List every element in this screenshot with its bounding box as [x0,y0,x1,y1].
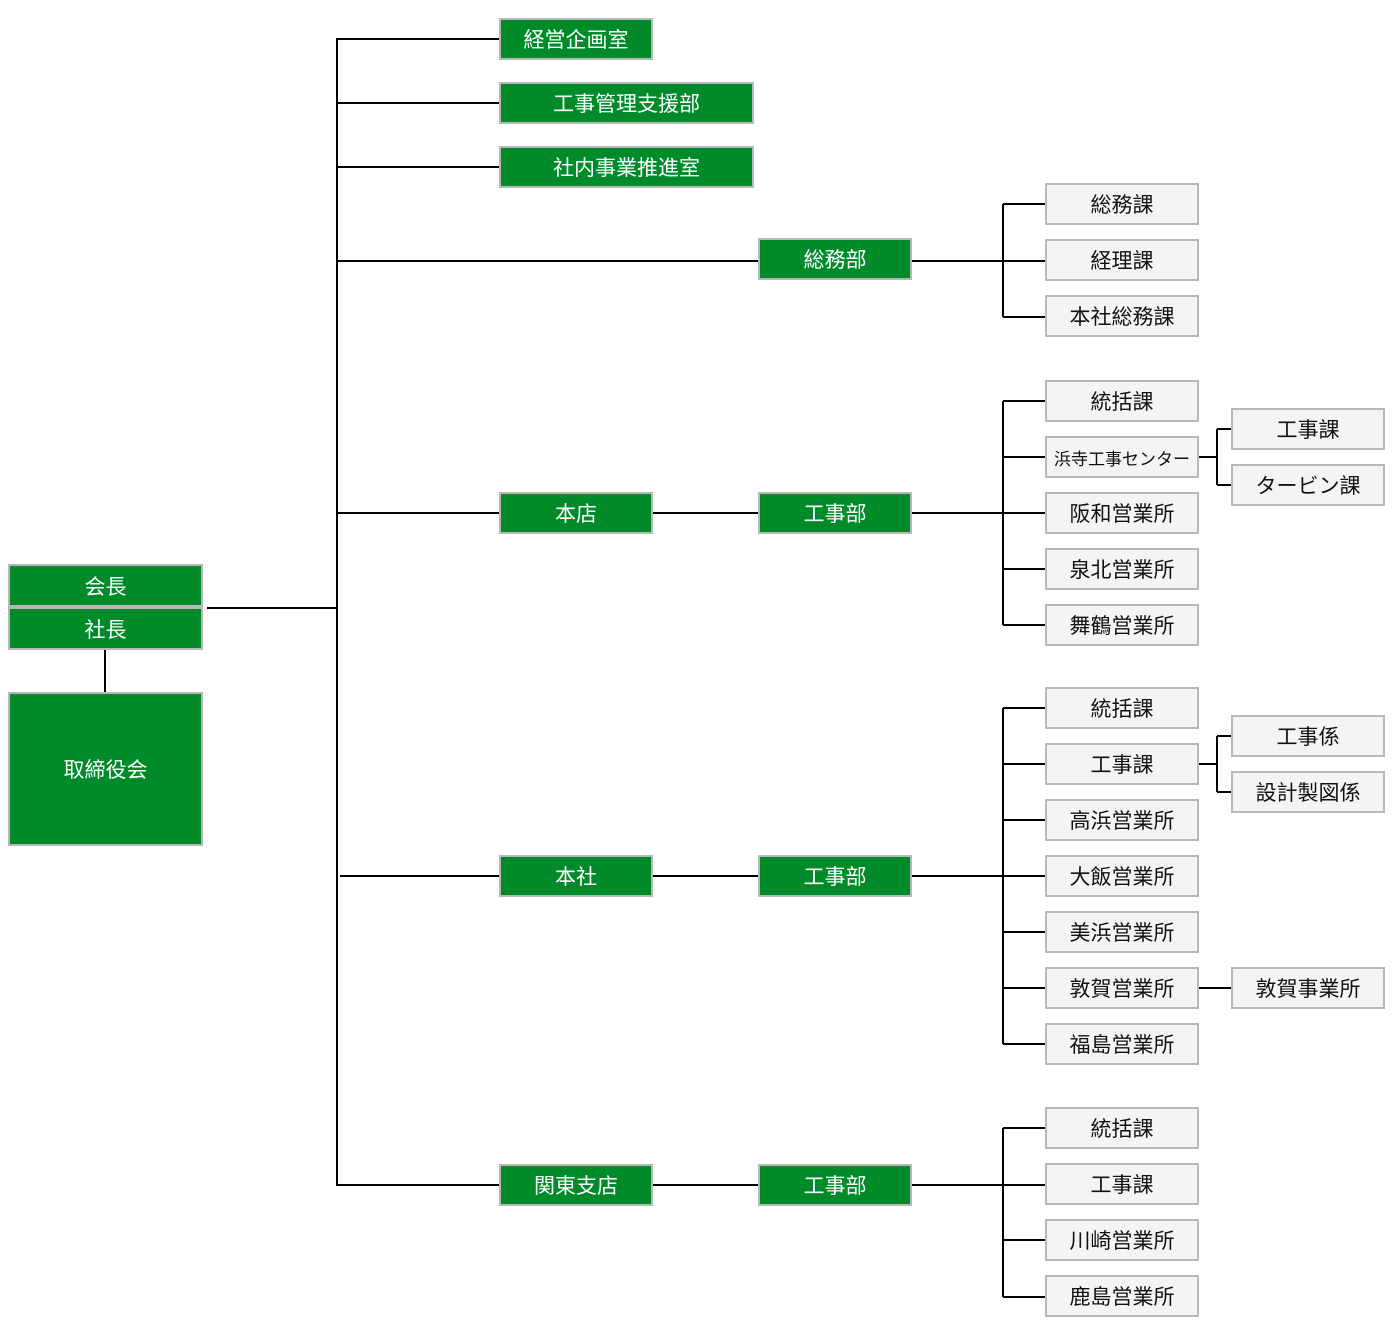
honten-construction-dept: 工事部 [758,492,912,534]
board-box: 取締役会 [8,692,203,846]
center-sub-section: タービン課 [1231,464,1385,506]
kanto-section: 川崎営業所 [1045,1219,1199,1261]
honten-section: 統括課 [1045,380,1199,422]
president-box: 社長 [8,607,203,650]
center-sub-section: 工事課 [1231,408,1385,450]
ga-section: 総務課 [1045,183,1199,225]
ga-section: 経理課 [1045,239,1199,281]
honsha-section: 美浜営業所 [1045,911,1199,953]
honsha-section: 統括課 [1045,687,1199,729]
honsha-section: 大飯営業所 [1045,855,1199,897]
kanto-section: 統括課 [1045,1107,1199,1149]
honten-section: 舞鶴営業所 [1045,604,1199,646]
kanto-construction-dept: 工事部 [758,1164,912,1206]
chairman-box: 会長 [8,564,203,607]
staff-construction-support: 工事管理支援部 [499,82,754,124]
honsha-box: 本社 [499,855,653,897]
honsha-construction-dept: 工事部 [758,855,912,897]
staff-corporate-planning: 経営企画室 [499,18,653,60]
kanto-section: 鹿島営業所 [1045,1275,1199,1317]
ga-section: 本社総務課 [1045,295,1199,337]
kouji-sub-section: 設計製図係 [1231,771,1385,813]
honsha-section: 工事課 [1045,743,1199,785]
honsha-section: 福島営業所 [1045,1023,1199,1065]
kanto-section: 工事課 [1045,1163,1199,1205]
general-affairs-dept: 総務部 [758,238,912,280]
honsha-section: 高浜営業所 [1045,799,1199,841]
honten-section: 泉北営業所 [1045,548,1199,590]
tsuruga-office: 敦賀事業所 [1231,967,1385,1009]
honten-box: 本店 [499,492,653,534]
honsha-section: 敦賀営業所 [1045,967,1199,1009]
honten-section: 阪和営業所 [1045,492,1199,534]
kanto-branch-box: 関東支店 [499,1164,653,1206]
kouji-sub-section: 工事係 [1231,715,1385,757]
honten-section: 浜寺工事センター [1045,436,1199,478]
staff-internal-business: 社内事業推進室 [499,146,754,188]
